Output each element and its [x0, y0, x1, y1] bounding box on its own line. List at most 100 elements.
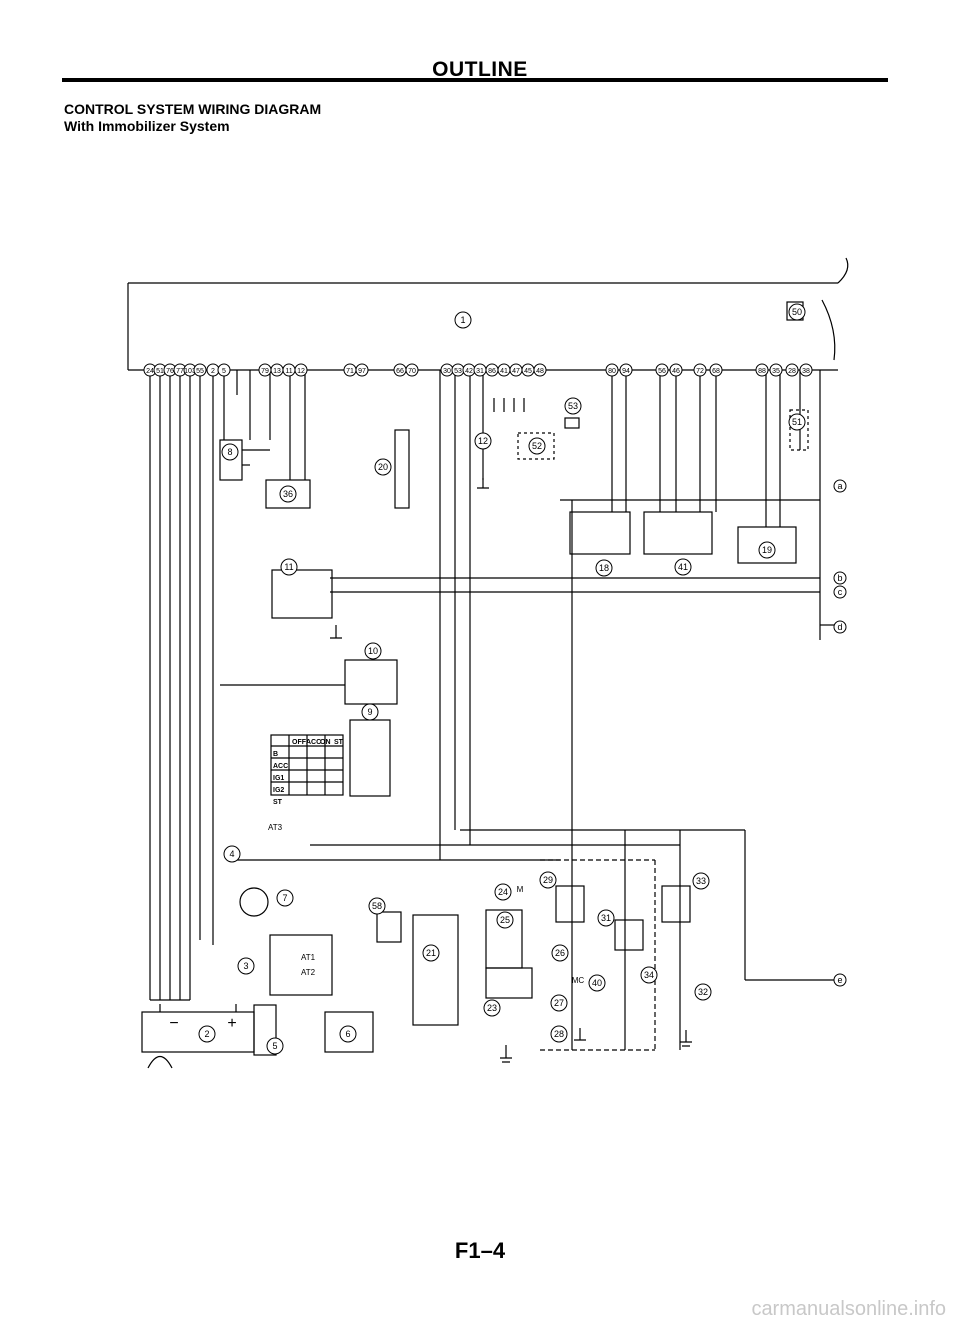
- component-label-5: 5: [266, 1037, 284, 1055]
- svg-text:51: 51: [792, 417, 802, 427]
- svg-text:8: 8: [227, 447, 232, 457]
- svg-text:94: 94: [622, 368, 630, 375]
- svg-text:34: 34: [644, 970, 654, 980]
- ign-row-label: ACC: [273, 763, 288, 770]
- component-label-6: 6: [339, 1025, 357, 1043]
- svg-text:103: 103: [184, 368, 196, 375]
- pcm-terminal: 30: [440, 363, 454, 377]
- svg-text:58: 58: [372, 901, 382, 911]
- ign-col-label: ON: [320, 739, 331, 746]
- component-label-25: 25: [496, 911, 514, 929]
- svg-text:38: 38: [802, 368, 810, 375]
- component-label-51: 51: [788, 413, 806, 431]
- svg-text:12: 12: [297, 368, 305, 375]
- svg-text:86: 86: [488, 368, 496, 375]
- pcm-terminal: 103: [183, 363, 197, 377]
- pcm-terminal: 97: [355, 363, 369, 377]
- component-label-2: 2: [198, 1025, 216, 1043]
- component-label-53: 53: [564, 397, 582, 415]
- component-label-20: 20: [374, 458, 392, 476]
- component-label-19: 19: [758, 541, 776, 559]
- svg-text:80: 80: [608, 368, 616, 375]
- svg-text:27: 27: [554, 998, 564, 1008]
- svg-text:30: 30: [443, 368, 451, 375]
- misc-label: −: [169, 1015, 178, 1032]
- pcm-terminal: 5: [217, 363, 231, 377]
- component-label-29: 29: [539, 871, 557, 889]
- page-number: F1–4: [454, 1238, 506, 1263]
- pcm-terminal: 56: [655, 363, 669, 377]
- svg-text:51: 51: [156, 368, 164, 375]
- svg-text:31: 31: [476, 368, 484, 375]
- svg-text:53: 53: [454, 368, 462, 375]
- pcm-terminal: 42: [462, 363, 476, 377]
- svg-text:9: 9: [367, 707, 372, 717]
- component-label-36: 36: [279, 485, 297, 503]
- pcm-terminal: 88: [755, 363, 769, 377]
- pcm-terminal: 79: [258, 363, 272, 377]
- component-label-7: 7: [276, 889, 294, 907]
- pcm-terminal: 51: [153, 363, 167, 377]
- svg-text:77: 77: [176, 368, 184, 375]
- section-title: CONTROL SYSTEM WIRING DIAGRAM: [64, 101, 322, 117]
- svg-text:7: 7: [282, 893, 287, 903]
- svg-text:26: 26: [555, 948, 565, 958]
- component-label-11: 11: [280, 558, 298, 576]
- component-label-3: 3: [237, 957, 255, 975]
- svg-text:31: 31: [601, 913, 611, 923]
- component-label-8: 8: [221, 443, 239, 461]
- svg-text:46: 46: [672, 368, 680, 375]
- svg-text:42: 42: [465, 368, 473, 375]
- pcm-terminal: 35: [769, 363, 783, 377]
- svg-text:a: a: [837, 481, 842, 491]
- misc-label: M: [517, 885, 524, 894]
- component-label-33: 33: [692, 872, 710, 890]
- pcm-terminal: 28: [785, 363, 799, 377]
- svg-text:4: 4: [229, 849, 234, 859]
- svg-text:35: 35: [772, 368, 780, 375]
- ign-row-label: IG1: [273, 775, 284, 782]
- svg-text:11: 11: [285, 368, 292, 375]
- misc-label: +: [227, 1015, 236, 1032]
- svg-text:21: 21: [426, 948, 436, 958]
- pcm-terminal: 13: [270, 363, 284, 377]
- svg-text:70: 70: [408, 368, 416, 375]
- component-label-10: 10: [364, 642, 382, 660]
- svg-text:71: 71: [346, 368, 354, 375]
- svg-text:32: 32: [698, 987, 708, 997]
- svg-text:5: 5: [222, 368, 226, 375]
- svg-text:28: 28: [788, 368, 796, 375]
- component-label-28: 28: [550, 1025, 568, 1043]
- component-label-4: 4: [223, 845, 241, 863]
- svg-text:56: 56: [658, 368, 666, 375]
- component-label-24: 24: [494, 883, 512, 901]
- svg-text:25: 25: [500, 915, 510, 925]
- svg-text:18: 18: [599, 563, 609, 573]
- component-label-9: 9: [361, 703, 379, 721]
- svg-text:76: 76: [166, 368, 174, 375]
- svg-text:45: 45: [524, 368, 532, 375]
- watermark: carmanualsonline.info: [751, 1298, 946, 1320]
- pcm-terminal: 11: [282, 363, 296, 377]
- pcm-terminal: 48: [533, 363, 547, 377]
- page-title: OUTLINE: [432, 58, 528, 81]
- svg-text:97: 97: [358, 368, 366, 375]
- svg-text:6: 6: [345, 1029, 350, 1039]
- pcm-terminal: 12: [294, 363, 308, 377]
- component-label-21: 21: [422, 944, 440, 962]
- svg-text:2: 2: [211, 368, 215, 375]
- svg-text:36: 36: [283, 489, 293, 499]
- connector-d: d: [833, 620, 847, 634]
- component-label-31: 31: [597, 909, 615, 927]
- svg-text:79: 79: [261, 368, 269, 375]
- component-label-52: 52: [528, 437, 546, 455]
- svg-text:33: 33: [696, 876, 706, 886]
- svg-text:1: 1: [460, 315, 465, 325]
- svg-text:e: e: [837, 975, 842, 985]
- pcm-terminal: 71: [343, 363, 357, 377]
- component-label-27: 27: [550, 994, 568, 1012]
- connector-a: a: [833, 479, 847, 493]
- pcm-terminal: 72: [693, 363, 707, 377]
- connector-b: b: [833, 571, 847, 585]
